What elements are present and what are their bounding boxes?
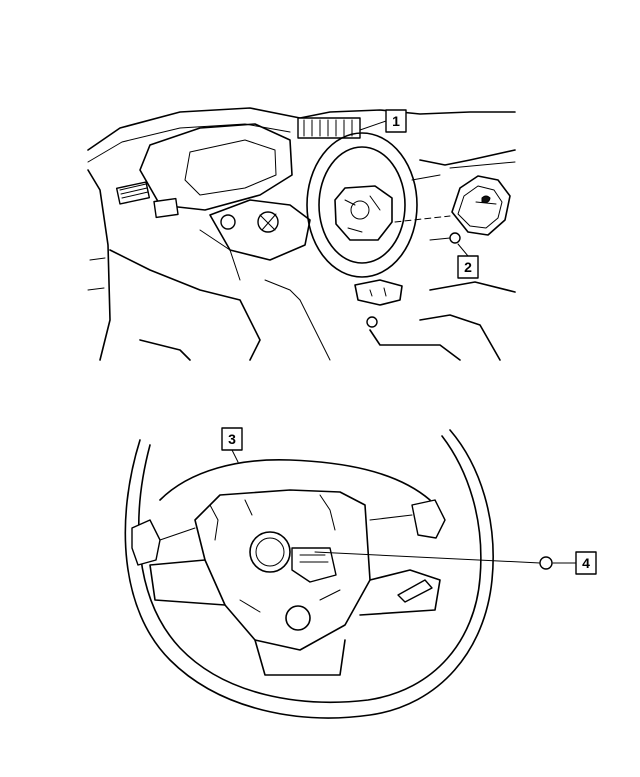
steering-wheel-view [124, 429, 553, 719]
svg-text:2: 2 [464, 259, 472, 275]
callout-1: 1 [359, 109, 407, 133]
callout-4: 4 [552, 551, 597, 575]
callout-2: 2 [457, 243, 479, 279]
dashboard-view [87, 107, 516, 361]
svg-text:4: 4 [582, 555, 590, 571]
svg-text:1: 1 [392, 113, 400, 129]
callout-3: 3 [221, 427, 243, 463]
svg-text:3: 3 [228, 431, 236, 447]
